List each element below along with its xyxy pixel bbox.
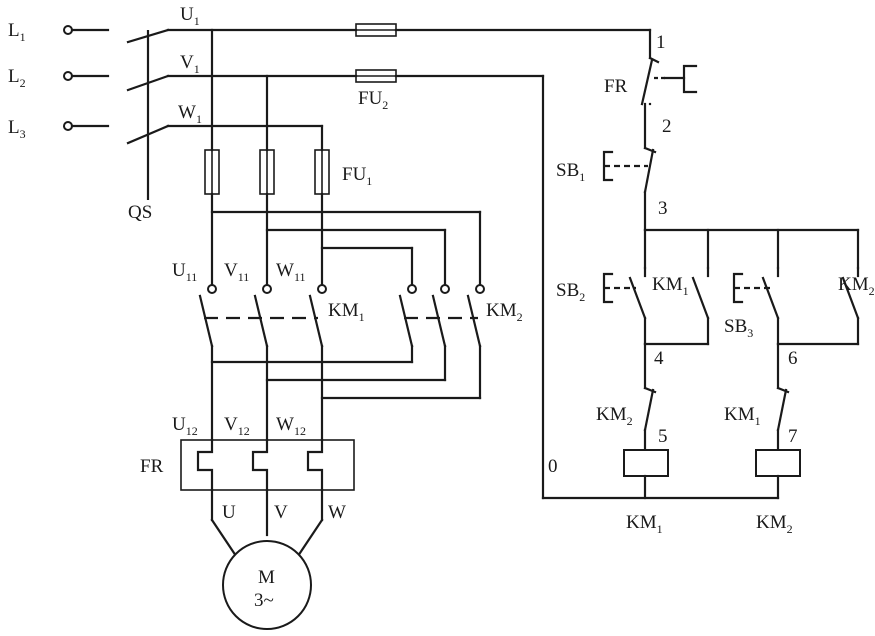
wire-number-1: 1 (656, 32, 666, 53)
label-FU1: FU1 (342, 164, 372, 188)
start-button-SB2 (602, 266, 647, 346)
label-U12: U12 (172, 414, 198, 438)
label-FU2: FU2 (358, 88, 388, 112)
start-button-SB3 (732, 266, 780, 346)
label-U1: U1 (180, 4, 200, 28)
wire-number-2: 2 (662, 116, 672, 137)
label-motor-type: 3~ (254, 590, 274, 611)
label-V1: V1 (180, 52, 200, 76)
terminal-L3 (63, 121, 73, 131)
label-KM2-main: KM2 (486, 300, 523, 324)
label-U: U (222, 502, 236, 523)
thermal-relay-FR-main (180, 438, 355, 492)
label-KM1-coil: KM1 (626, 512, 663, 536)
isolating-switch-QS (126, 28, 170, 200)
labels: L1 L2 L3 U1 V1 W1 QS FU2 FU1 U11 V11 W11… (8, 4, 875, 611)
stop-button-SB1 (602, 146, 657, 194)
label-KM2-interlock: KM2 (596, 404, 633, 428)
coil-KM1 (623, 449, 669, 477)
wire-number-6: 6 (788, 348, 798, 369)
thermal-relay-FR-nc-contact (640, 56, 698, 106)
label-U11: U11 (172, 260, 197, 284)
label-SB3: SB3 (724, 316, 753, 340)
label-FR-ctrl: FR (604, 76, 628, 97)
label-V11: V11 (224, 260, 249, 284)
contactor-KM1-holding-contact (691, 266, 710, 346)
label-KM1-hold: KM1 (652, 274, 689, 298)
wire-number-3: 3 (658, 198, 668, 219)
contactor-KM2-main-contacts (398, 284, 485, 348)
contactor-KM2-interlock-contact (643, 386, 657, 452)
label-L2: L2 (8, 66, 26, 90)
wire-number-7: 7 (788, 426, 798, 447)
wire-number-4: 4 (654, 348, 664, 369)
terminal-L2 (63, 71, 73, 81)
supply-terminals (63, 25, 110, 131)
label-L1: L1 (8, 20, 26, 44)
label-KM2-coil: KM2 (756, 512, 793, 536)
contactor-KM1-interlock-contact (776, 386, 790, 452)
terminal-L1 (63, 25, 73, 35)
contactor-KM2-holding-contact (841, 266, 860, 346)
fuse-FU1 (204, 149, 330, 195)
label-FR-main: FR (140, 456, 164, 477)
contactor-KM1-main-contacts (198, 284, 327, 348)
label-W1: W1 (178, 102, 202, 126)
label-V: V (274, 502, 288, 523)
label-KM1-interlock: KM1 (724, 404, 761, 428)
label-motor-M: M (258, 567, 275, 588)
label-W12: W12 (276, 414, 306, 438)
label-SB1: SB1 (556, 160, 585, 184)
wire-number-0: 0 (548, 456, 558, 477)
label-V12: V12 (224, 414, 250, 438)
label-W: W (328, 502, 346, 523)
coil-KM2 (755, 449, 801, 477)
motor-circle (222, 540, 312, 630)
motor-M (222, 540, 312, 630)
label-SB2: SB2 (556, 280, 585, 304)
label-W11: W11 (276, 260, 306, 284)
label-KM2-hold: KM2 (838, 274, 875, 298)
label-L3: L3 (8, 117, 26, 141)
label-QS: QS (128, 202, 152, 223)
label-KM1-main: KM1 (328, 300, 365, 324)
fuse-FU2 (355, 23, 397, 83)
wire-number-5: 5 (658, 426, 668, 447)
